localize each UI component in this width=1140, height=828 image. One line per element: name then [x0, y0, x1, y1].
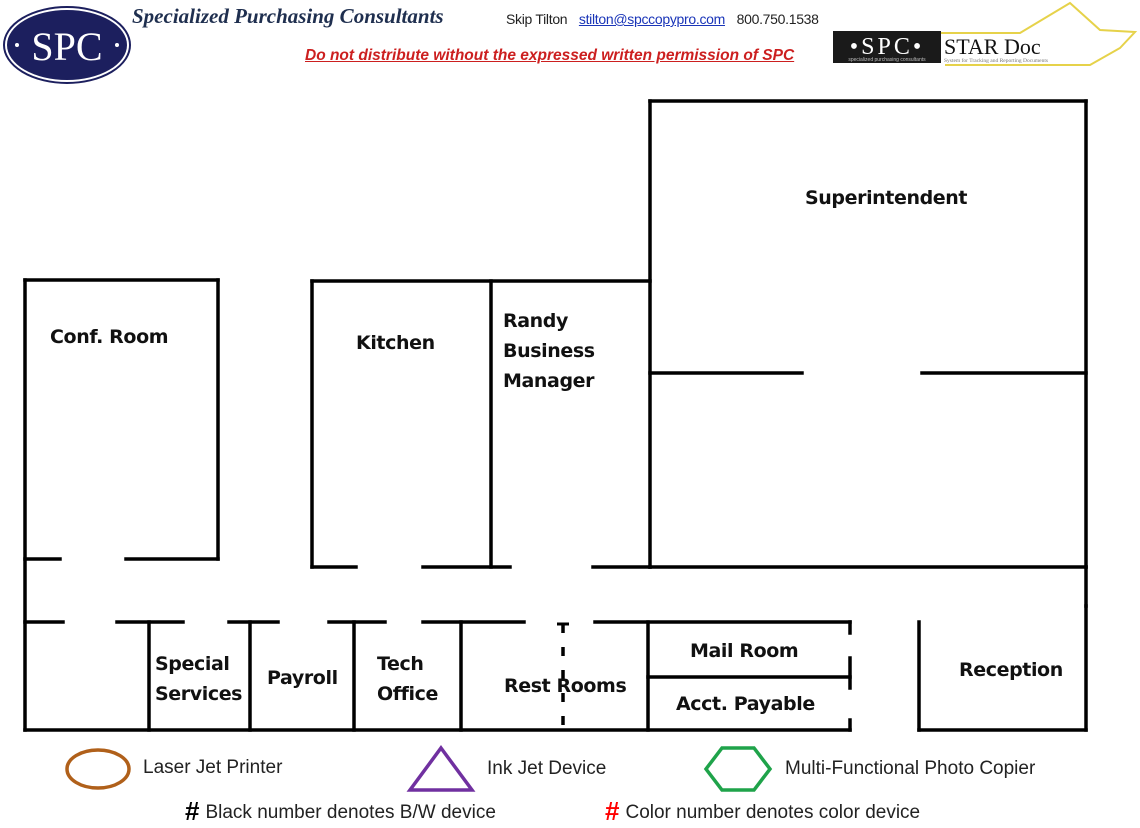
legend-color-note: #Color number denotes color device [605, 796, 920, 827]
copier-hexagon-icon [703, 746, 773, 792]
laser-jet-circle-icon [65, 748, 131, 790]
room-label-line: Office [377, 683, 438, 705]
room-conf-room[interactable]: Conf. Room [50, 326, 169, 348]
room-label-line: Manager [503, 370, 595, 392]
red-hash-icon: # [605, 796, 620, 826]
stardoc-title: STAR Doc [944, 34, 1041, 59]
legend-bw-note-label: Black number denotes B/W device [205, 802, 496, 823]
contact-email-link[interactable]: stilton@spccopypro.com [578, 11, 726, 27]
room-reception[interactable]: Reception [959, 659, 1063, 681]
legend-laser-jet-label: Laser Jet Printer [143, 757, 283, 778]
room-superintendent[interactable]: Superintendent [805, 187, 968, 209]
room-payroll[interactable]: Payroll [267, 667, 338, 689]
legend-color-note-label: Color number denotes color device [625, 802, 921, 823]
room-business-manager[interactable]: Randy Business Manager [503, 306, 595, 396]
room-mail-room[interactable]: Mail Room [690, 640, 799, 662]
legend-copier-label: Multi-Functional Photo Copier [785, 758, 1036, 779]
ink-jet-triangle-icon [406, 745, 476, 792]
legend-ink-jet-label: Ink Jet Device [487, 758, 607, 779]
logo-text: SPC [31, 24, 102, 69]
contact-info: Skip Tilton stilton@spccopypro.com 800.7… [506, 11, 819, 27]
room-label-line: Services [155, 683, 243, 705]
room-label-line: Business [503, 340, 595, 362]
star-outline-icon [938, 1, 1138, 66]
spc-logo: SPC [3, 6, 131, 84]
stardoc-spc-text: •SPC• [850, 34, 925, 60]
stardoc-spc-subtext: specialized purchasing consultants [848, 57, 926, 63]
distribution-warning: Do not distribute without the expressed … [305, 47, 795, 64]
stardoc-subtitle: System for Tracking and Reporting Docume… [944, 57, 1048, 64]
room-label-line: Tech [377, 653, 424, 675]
contact-phone: 800.750.1538 [736, 11, 819, 27]
room-label-line: Randy [503, 310, 568, 332]
room-special-services[interactable]: Special Services [155, 649, 243, 709]
contact-name: Skip Tilton [506, 11, 568, 27]
room-tech-office[interactable]: Tech Office [377, 649, 438, 709]
black-hash-icon: # [185, 796, 200, 826]
room-kitchen[interactable]: Kitchen [356, 332, 435, 354]
legend-bw-note: #Black number denotes B/W device [185, 796, 496, 827]
stardoc-logo: •SPC• specialized purchasing consultants… [833, 1, 1138, 66]
room-label-line: Special [155, 653, 230, 675]
company-name: Specialized Purchasing Consultants [132, 4, 444, 28]
room-rest-rooms[interactable]: Rest Rooms [504, 675, 627, 697]
room-acct-payable[interactable]: Acct. Payable [676, 693, 815, 715]
